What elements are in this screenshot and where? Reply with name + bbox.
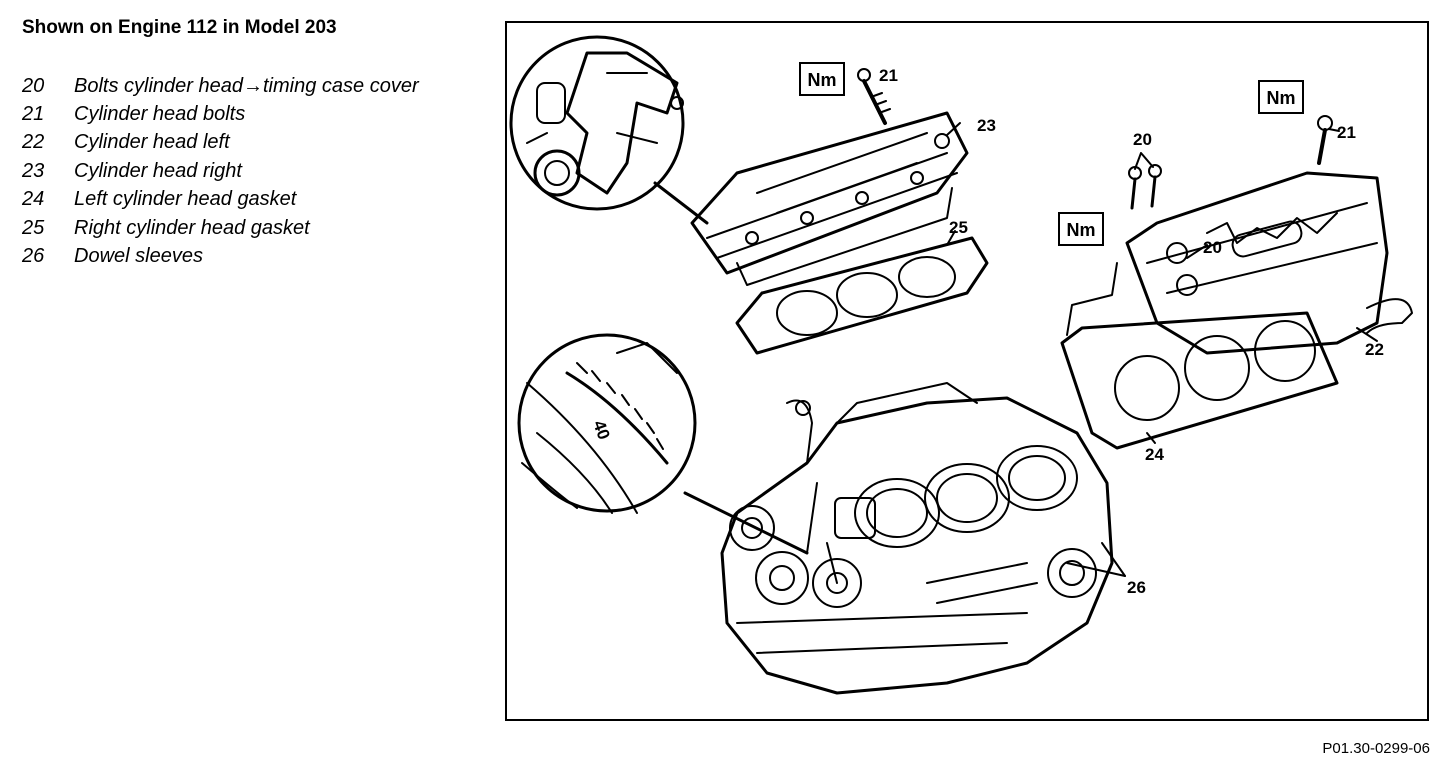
legend-item: 26 Dowel sleeves xyxy=(22,242,419,270)
page-title: Shown on Engine 112 in Model 203 xyxy=(22,17,337,38)
legend-text: Left cylinder head gasket xyxy=(74,188,297,211)
legend-item: 23 Cylinder head right xyxy=(22,157,419,185)
torque-label: Nm xyxy=(807,70,836,90)
callout-21: 21 xyxy=(879,66,898,85)
leader-line-25 xyxy=(946,230,956,246)
leader-line-20-top xyxy=(1134,152,1154,170)
torque-box-1 xyxy=(799,62,845,96)
legend-number: 26 xyxy=(22,245,45,268)
legend-number: 24 xyxy=(22,188,45,211)
callout-21: 21 xyxy=(1337,123,1356,142)
engine-exploded-diagram: Nm Nm Nm 21 23 25 20 21 20 22 24 26 40 xyxy=(509,35,1413,695)
leader-line-21-right xyxy=(1328,128,1340,132)
legend-number: 20 xyxy=(22,74,45,97)
leader-line-24 xyxy=(1146,432,1156,444)
bolts-20-21-left xyxy=(1066,115,1333,336)
callout-23: 23 xyxy=(977,116,996,135)
torque-box-3 xyxy=(1058,212,1104,246)
legend-text: Bolts cylinder head→timing case cover xyxy=(74,74,419,97)
torque-label: Nm xyxy=(1066,220,1095,240)
legend-number: 22 xyxy=(22,131,45,154)
legend-text: Dowel sleeves xyxy=(74,245,203,268)
leader-lines-26 xyxy=(1066,542,1126,577)
callout-20: 20 xyxy=(1203,238,1222,257)
diagram-frame: Nm Nm Nm 21 23 25 20 21 20 22 24 26 40 xyxy=(505,21,1429,721)
callout-25: 25 xyxy=(949,218,968,237)
legend-item: 24 Left cylinder head gasket xyxy=(22,186,419,214)
leader-line-22 xyxy=(1356,327,1378,342)
callout-20: 20 xyxy=(1133,130,1152,149)
torque-label: Nm xyxy=(1266,88,1295,108)
legend-text: Cylinder head bolts xyxy=(74,103,246,126)
callout-24: 24 xyxy=(1145,445,1164,464)
gasket-right xyxy=(735,236,989,355)
legend-item: 25 Right cylinder head gasket xyxy=(22,214,419,242)
bolt-21-top xyxy=(857,68,891,125)
figure-code: P01.30-0299-06 xyxy=(1322,740,1430,757)
callout-26: 26 xyxy=(1127,578,1146,597)
callout-22: 22 xyxy=(1365,340,1384,359)
leader-line-20-mid xyxy=(1186,244,1208,259)
legend-text: Right cylinder head gasket xyxy=(74,216,310,239)
dial-mark-40: 40 xyxy=(589,418,613,442)
legend-item: 22 Cylinder head left xyxy=(22,129,419,157)
legend-item: 20 Bolts cylinder head→timing case cover xyxy=(22,72,419,100)
detail-magnifier-bottom xyxy=(517,333,809,555)
legend-text: Cylinder head right xyxy=(74,159,242,182)
engine-block xyxy=(720,382,1114,695)
cylinder-head-right xyxy=(690,111,969,286)
legend-number: 25 xyxy=(22,216,45,239)
cylinder-head-left xyxy=(1125,171,1413,355)
torque-box-2 xyxy=(1258,80,1304,114)
legend-number: 23 xyxy=(22,159,45,182)
legend-item: 21 Cylinder head bolts xyxy=(22,100,419,128)
detail-magnifier-top xyxy=(509,35,709,225)
leader-line-23 xyxy=(946,122,961,136)
gasket-left xyxy=(1060,311,1339,450)
legend-text: Cylinder head left xyxy=(74,131,230,154)
legend-number: 21 xyxy=(22,103,45,126)
